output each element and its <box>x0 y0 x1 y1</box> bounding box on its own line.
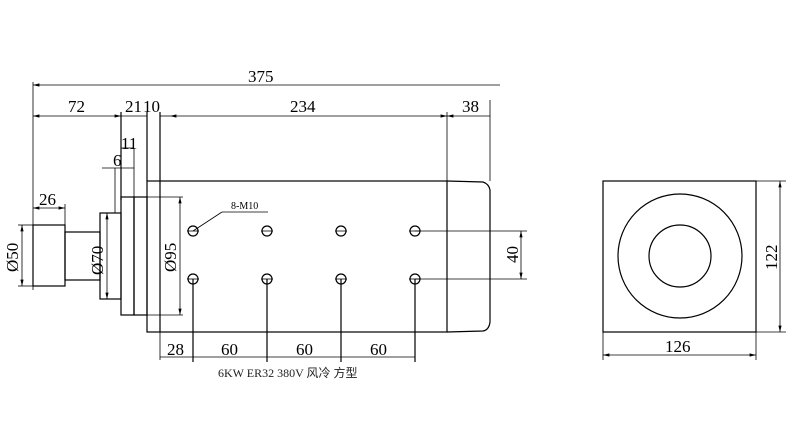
step-11-label: 11 <box>121 134 137 153</box>
shaft-length-label: 72 <box>68 97 85 116</box>
spindle-nose: Ø70 <box>88 212 122 300</box>
nose-dia-label: Ø70 <box>88 246 107 275</box>
hole-pitch-dimensions: 28 60 60 60 6KW ER32 380V 风冷 方型 <box>159 332 415 380</box>
spindle-flange: Ø95 <box>120 196 183 316</box>
mounting-holes: 8-M10 40 <box>187 201 527 362</box>
shaft-tip-label: 26 <box>39 190 56 209</box>
segment-dimensions: 72 21 10 234 38 <box>33 97 491 200</box>
flange-dia-label: Ø95 <box>161 243 180 272</box>
flange-b-label: 10 <box>143 97 160 116</box>
caption: 6KW ER32 380V 风冷 方型 <box>218 365 358 380</box>
hole-pitch-1-label: 60 <box>221 340 238 359</box>
step-dimensions: 11 6 <box>102 134 137 213</box>
end-height-label: 122 <box>762 245 781 271</box>
end-width-label: 126 <box>665 337 691 356</box>
hole-pitch-2-label: 60 <box>296 340 313 359</box>
spindle-shaft: 26 Ø50 <box>3 190 101 287</box>
body-length-label: 234 <box>290 97 316 116</box>
overall-length-label: 375 <box>248 67 274 86</box>
flange-a-label: 21 <box>125 97 142 116</box>
hole-spacing-label: 40 <box>503 246 522 263</box>
shaft-dia-label: Ø50 <box>3 243 22 272</box>
hole-pitch-3-label: 60 <box>370 340 387 359</box>
hole-callout-label: 8-M10 <box>231 201 258 212</box>
end-view: 122 126 <box>602 180 786 360</box>
hole-offset-label: 28 <box>167 340 184 359</box>
cap-length-label: 38 <box>462 97 479 116</box>
spindle-body <box>146 180 491 333</box>
step-6-label: 6 <box>113 151 122 170</box>
